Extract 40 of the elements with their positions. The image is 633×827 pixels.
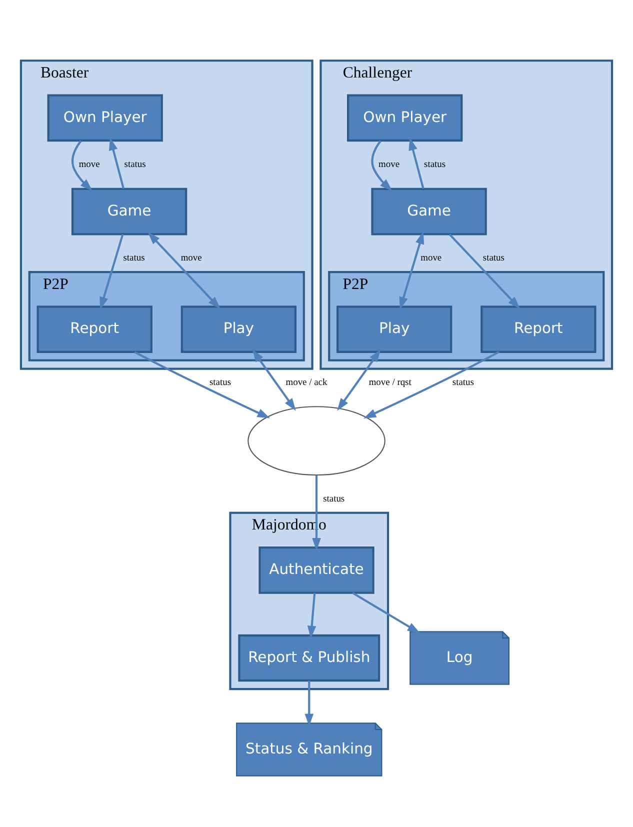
edge-label: status	[482, 253, 504, 264]
edge-label: status	[323, 494, 345, 504]
edge-label: move / rqst	[368, 377, 412, 388]
node-box: Report & Publish	[238, 634, 380, 682]
node-box: Game	[371, 187, 487, 235]
arrow	[448, 233, 520, 308]
edge-label: move	[378, 160, 400, 170]
edge-label: status	[124, 160, 146, 170]
node-box: Own Player	[47, 94, 163, 142]
edge-label: move	[420, 253, 442, 264]
arrow	[312, 474, 321, 550]
node-cloud	[248, 406, 386, 476]
node-box: Own Player	[347, 94, 463, 142]
edge-label: move	[78, 160, 100, 170]
arrow	[363, 350, 500, 418]
node-box: Report	[36, 305, 152, 352]
arrow	[304, 680, 314, 726]
node-box: Play	[180, 305, 297, 352]
edge-label: status	[452, 377, 474, 388]
arrow	[100, 234, 124, 310]
arrow	[71, 140, 93, 191]
arrow	[108, 137, 125, 188]
node-box: Game	[71, 187, 188, 235]
arrow	[307, 592, 316, 638]
arrow	[134, 350, 270, 418]
arrow	[337, 348, 381, 410]
arrow	[252, 348, 296, 410]
edge-label: move	[180, 253, 202, 264]
arrow	[408, 137, 424, 188]
node-box: Report	[480, 305, 596, 352]
arrow	[399, 230, 424, 310]
arrow	[371, 140, 392, 191]
arrow	[148, 232, 220, 308]
edge-label: status	[123, 253, 145, 264]
edge-label: move / ack	[286, 377, 328, 388]
edge-label: status	[209, 377, 232, 388]
node-box: Authenticate	[258, 546, 374, 594]
edge-label: status	[424, 160, 446, 170]
node-box: Play	[336, 305, 452, 352]
arrow	[352, 591, 420, 633]
